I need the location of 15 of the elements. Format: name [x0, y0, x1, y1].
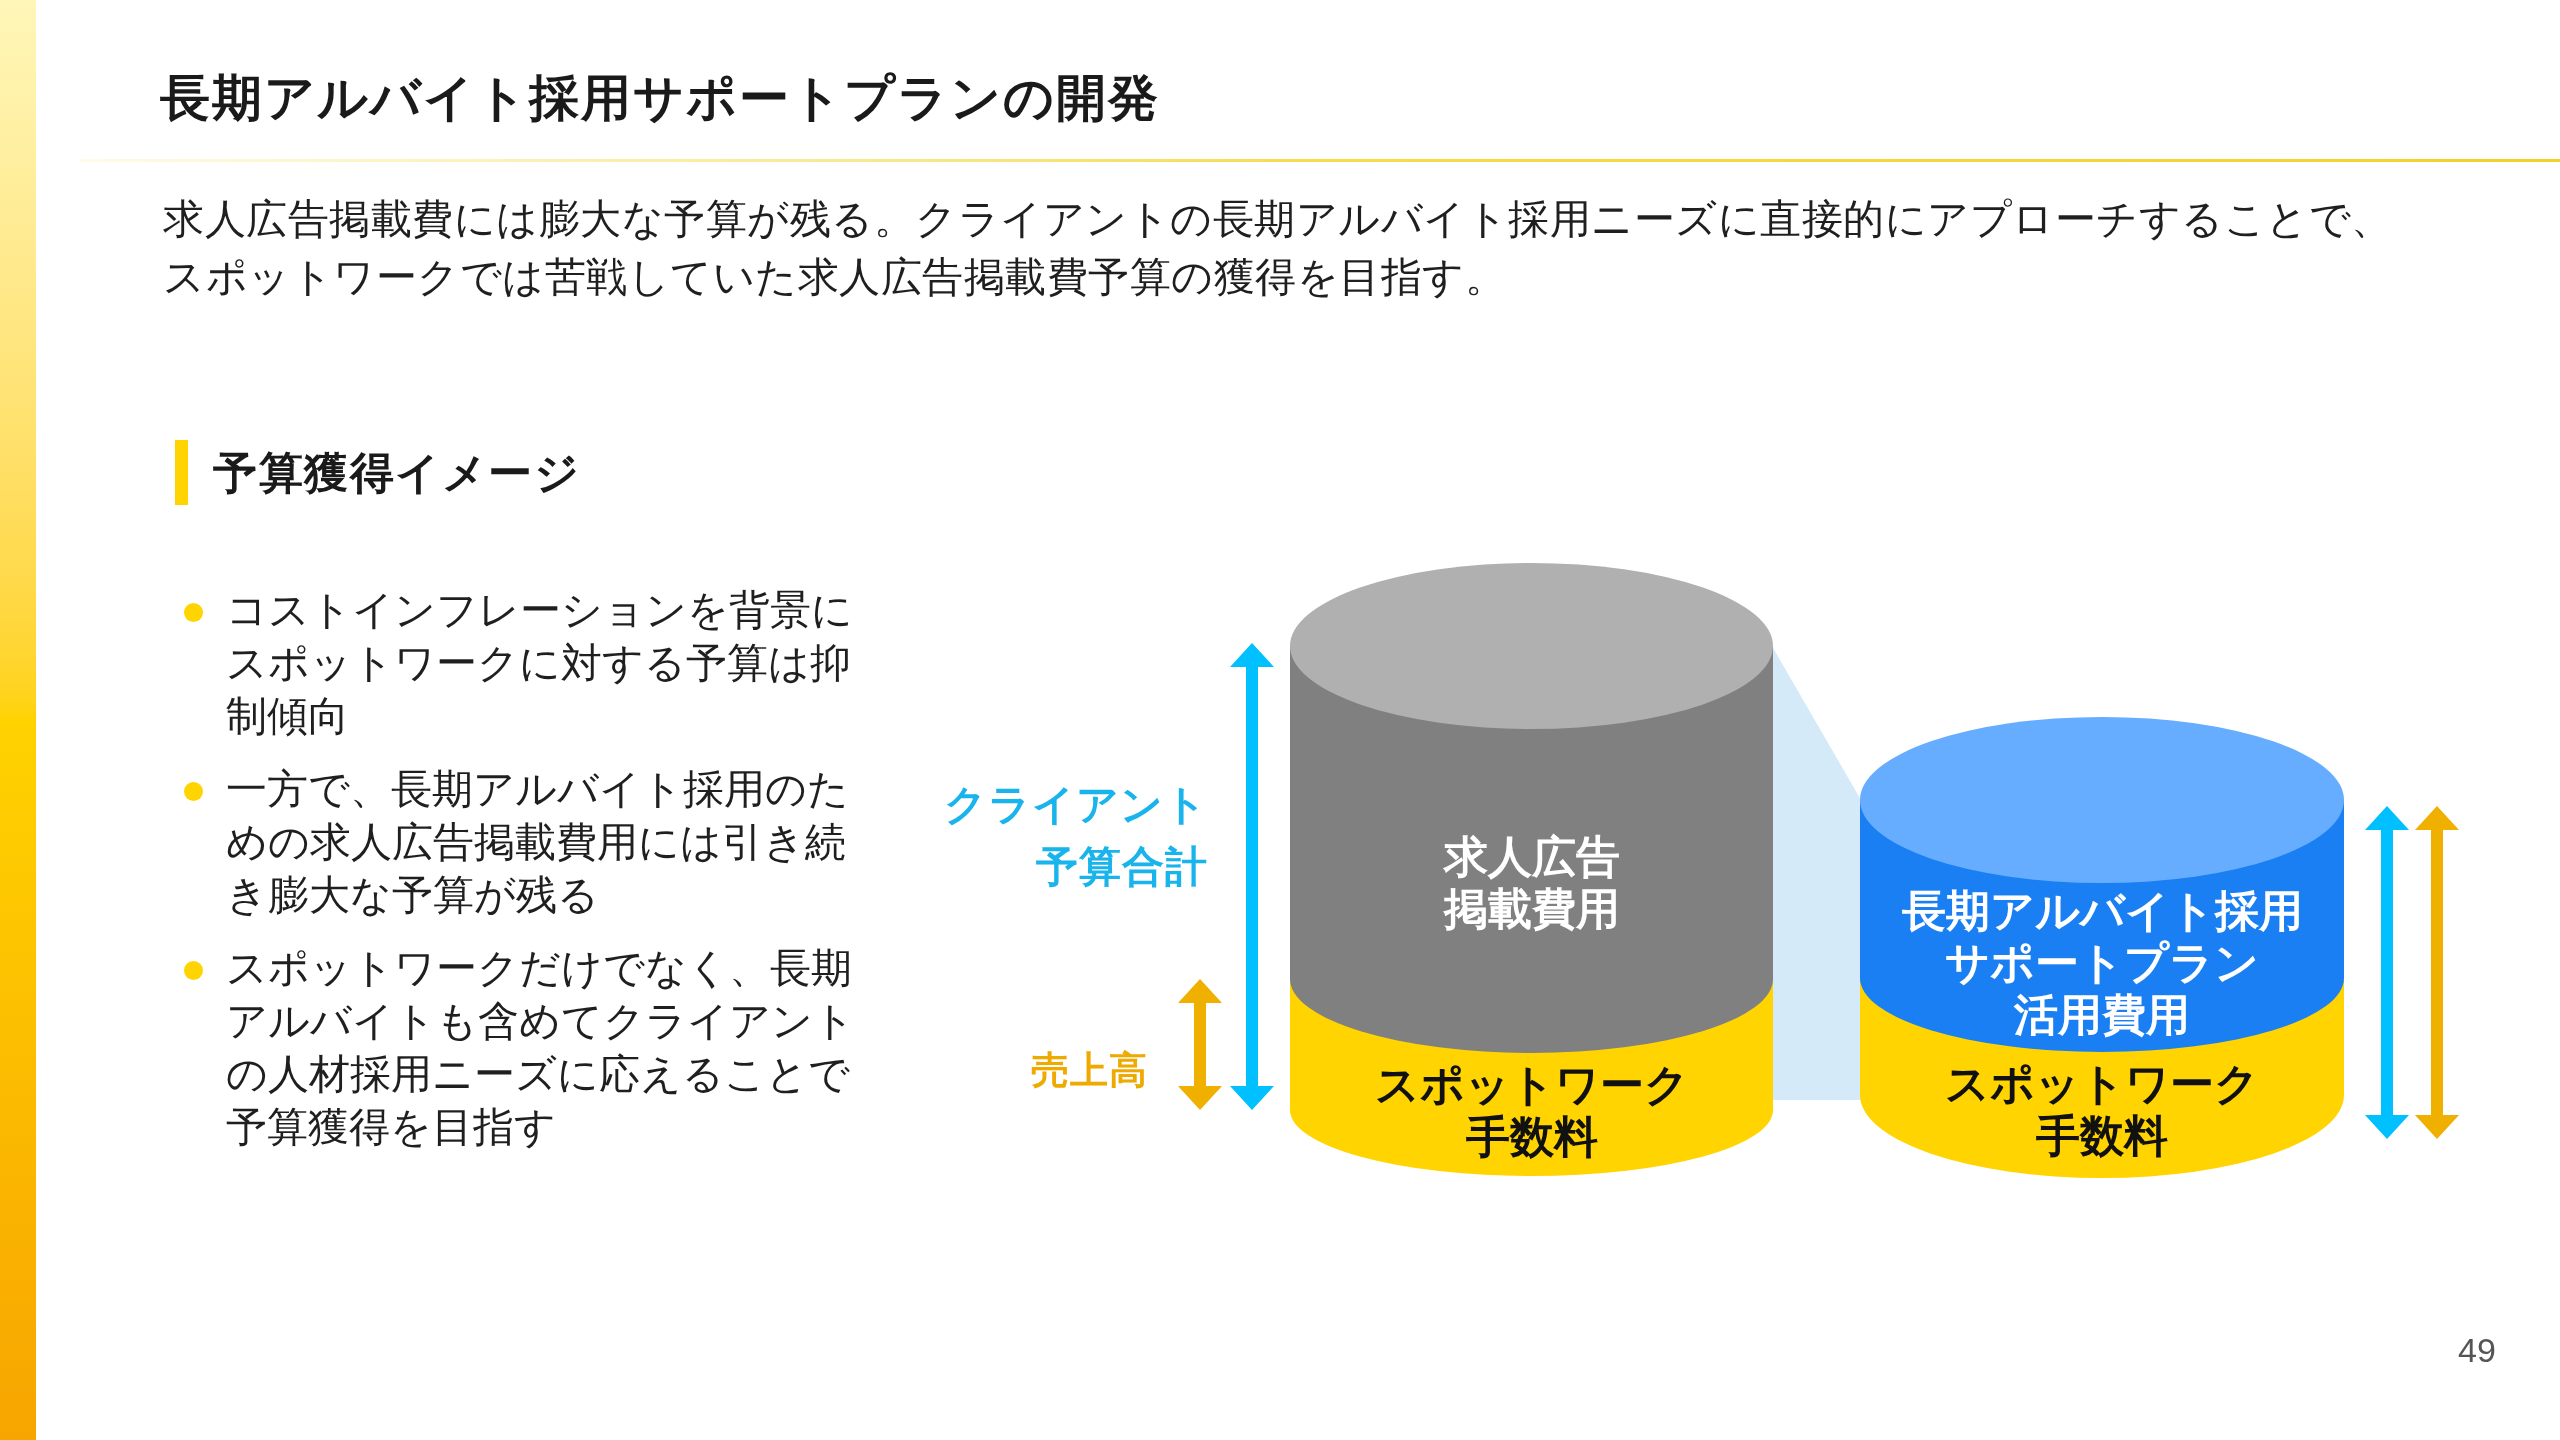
measure-label: クライアント予算合計 — [943, 780, 1208, 892]
section-heading: 予算獲得イメージ — [213, 447, 580, 499]
slide-title: 長期アルバイト採用サポートプランの開発 — [160, 69, 1160, 128]
segment-label: 長期アルバイト採用サポートプラン活用費用 — [1901, 885, 2303, 1041]
bullet-text: 一方で、長期アルバイト採用のための求人広告掲載費用には引き続き膨大な予算が残る — [226, 765, 850, 920]
cylinder-section — [1290, 563, 1773, 1053]
segment-label: スポットワーク手数料 — [1944, 1058, 2260, 1162]
bullet-text: コストインフレーションを背景にスポットワークに対する予算は抑制傾向 — [226, 586, 854, 741]
cylinder-section — [1860, 717, 2344, 1052]
measure-label: 売上高 — [1030, 1048, 1148, 1093]
segment-label: スポットワーク手数料 — [1373, 1059, 1690, 1163]
bullet-text: スポットワークだけでなく、長期アルバイトも含めてクライアントの人材採用ニーズに応えることで予算獲得を目指す — [226, 944, 856, 1152]
page-number: 49 — [2458, 1330, 2496, 1370]
lead-text: 求人広告掲載費には膨大な予算が残る。クライアントの長期アルバイト採用ニーズに直接的にアプローチすることで、スポットワークでは苦戦していた求人広告掲載費予算の獲得を目指す。 — [163, 195, 2394, 302]
segment-label: 求人広告掲載費用 — [1442, 831, 1621, 935]
